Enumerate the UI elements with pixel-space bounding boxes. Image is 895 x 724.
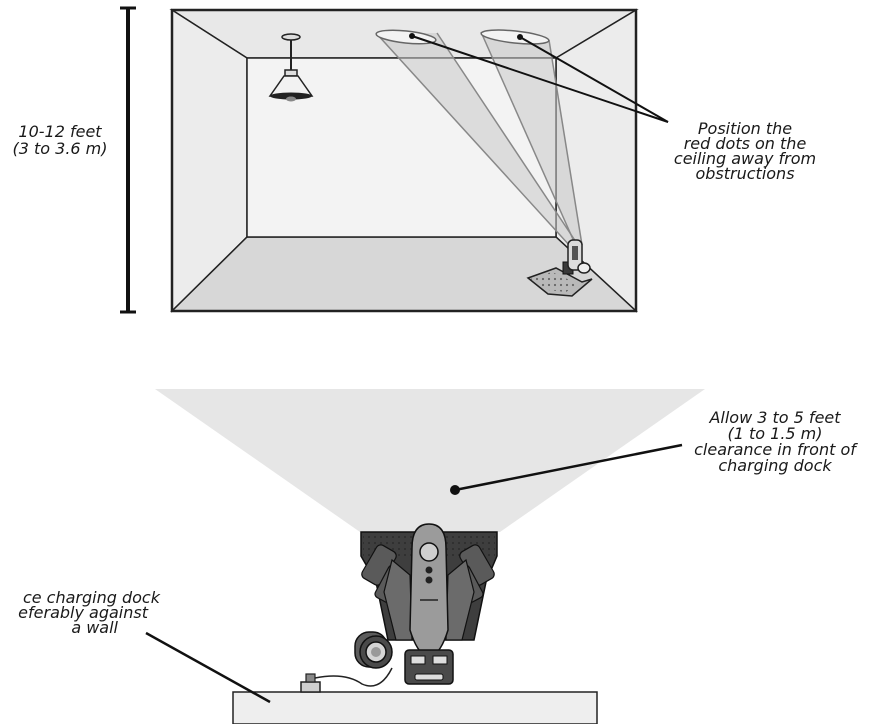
clearance-zone bbox=[155, 389, 705, 532]
ceiling-dots-line-3: ceiling away from bbox=[673, 149, 817, 168]
ceiling-dots-line-1: Position the bbox=[697, 119, 793, 138]
ceiling-dots-line-4: obstructions bbox=[695, 164, 795, 183]
ceiling-dot-callout bbox=[409, 33, 669, 123]
dock-placement-line-1: ce charging dock bbox=[22, 588, 160, 607]
clearance-line-2: (1 to 1.5 m) bbox=[727, 424, 823, 443]
height-meters-label: (3 to 3.6 m) bbox=[12, 139, 108, 158]
clearance-line-1: Allow 3 to 5 feet bbox=[709, 408, 841, 427]
clearance-line-3: clearance in front of bbox=[694, 440, 856, 459]
robot-top-view-icon bbox=[354, 523, 498, 685]
clearance-line-4: charging dock bbox=[718, 456, 832, 475]
dock-placement-callout bbox=[145, 631, 271, 704]
charging-dock-icon bbox=[232, 667, 598, 724]
beacon-beams bbox=[375, 29, 583, 247]
ceiling-lamp-icon bbox=[268, 33, 314, 102]
height-feet-label: 10-12 feet bbox=[18, 122, 102, 141]
robot-with-beacon-icon bbox=[526, 239, 593, 297]
ceiling-dots-line-2: red dots on the bbox=[683, 134, 807, 153]
height-dimension-bar bbox=[120, 6, 136, 314]
clearance-callout bbox=[450, 443, 683, 495]
dock-placement-line-2: eferably against bbox=[18, 603, 148, 622]
dock-placement-line-3: a wall bbox=[71, 618, 118, 637]
